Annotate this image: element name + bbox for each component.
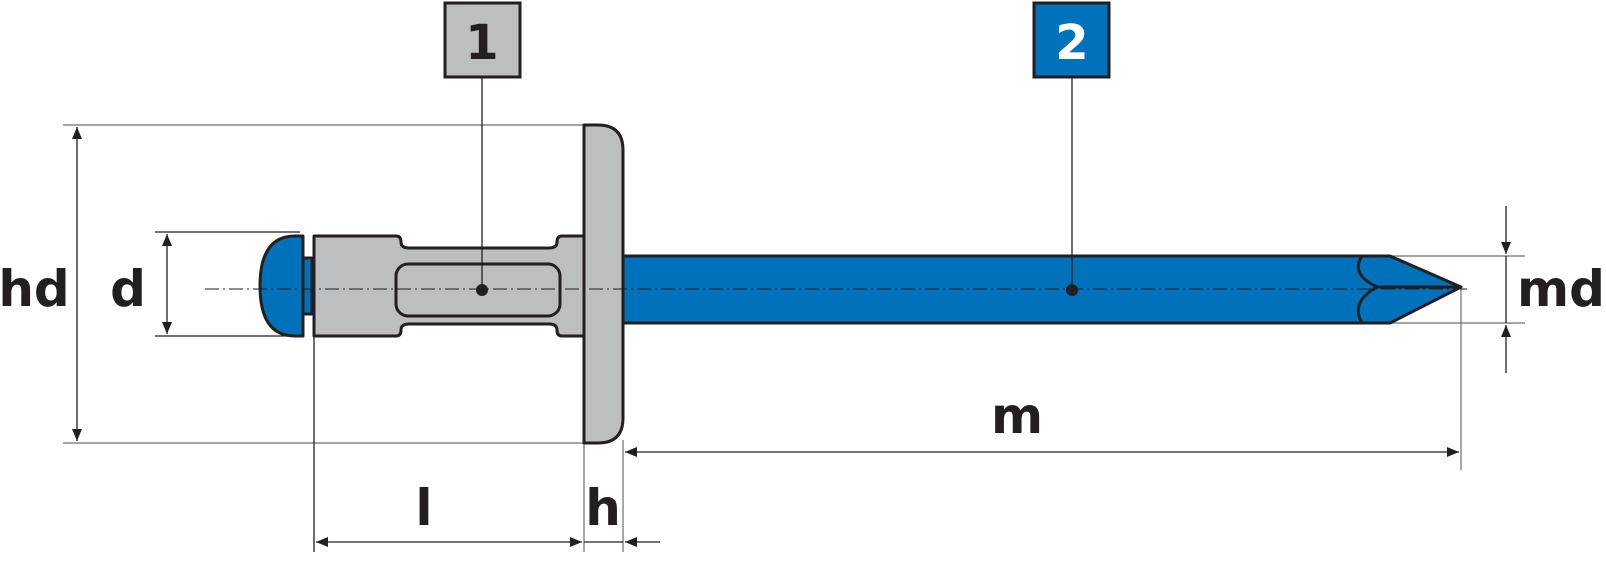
- mandrel: [258, 234, 1463, 338]
- rivet-body: [312, 123, 625, 445]
- callout-2: 2: [1032, 1, 1111, 79]
- callout-1: 1: [443, 1, 522, 79]
- dimension-label-hd: hd: [0, 260, 70, 318]
- dimension-arrows: [72, 127, 1511, 547]
- callout-leaders: [476, 77, 1078, 296]
- dimension-label-d: d: [110, 260, 146, 318]
- callout-1-label: 1: [465, 15, 498, 71]
- callout-2-label: 2: [1055, 15, 1088, 71]
- dimension-label-h: h: [585, 479, 621, 537]
- extension-lines: [63, 124, 1525, 552]
- dimension-label-m: m: [991, 387, 1043, 445]
- dimension-label-md: md: [1517, 260, 1605, 318]
- dimension-label-l: l: [415, 479, 432, 537]
